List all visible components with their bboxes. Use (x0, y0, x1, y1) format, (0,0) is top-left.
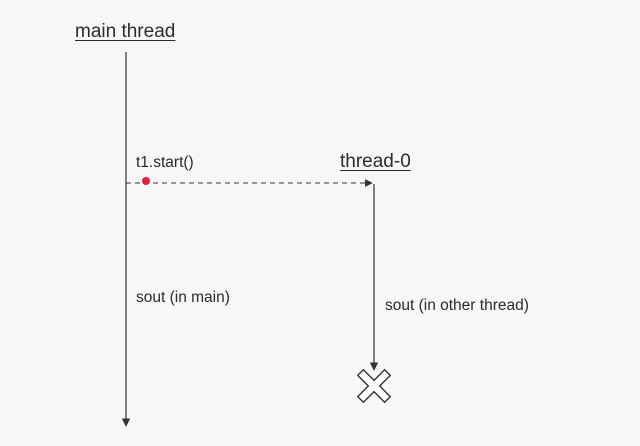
thread-0-title: thread-0 (340, 151, 411, 172)
other-thread-sout-label: sout (in other thread) (385, 297, 529, 314)
main-sout-label: sout (in main) (136, 289, 230, 306)
red-dot-icon (142, 177, 150, 185)
x-cross-icon (356, 368, 392, 404)
start-call-label: t1.start() (136, 154, 194, 171)
main-thread-title: main thread (75, 21, 176, 42)
